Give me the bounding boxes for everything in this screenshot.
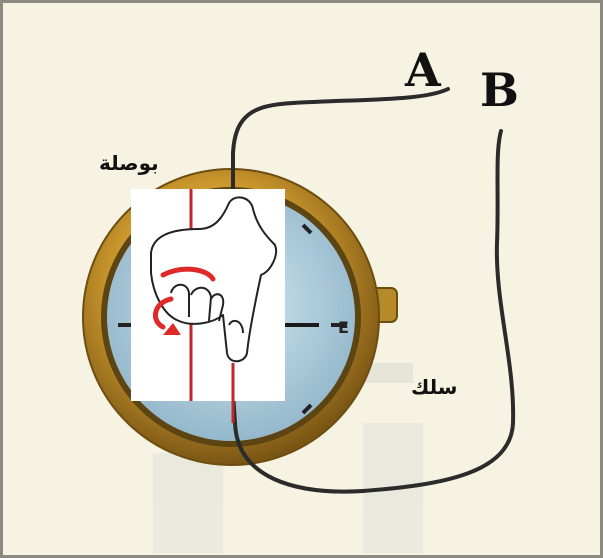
wire-label: سلك xyxy=(411,375,458,399)
svg-text:E: E xyxy=(338,318,349,337)
terminal-a-label: A xyxy=(405,43,441,97)
terminal-b-label: B xyxy=(480,63,519,117)
conducting-wire xyxy=(231,87,516,494)
right-hand-rule-icon xyxy=(131,189,285,423)
diagram-canvas: E xyxy=(82,87,516,553)
compass-label: بوصلة xyxy=(99,151,159,175)
curl-arrow-icon xyxy=(153,266,216,330)
